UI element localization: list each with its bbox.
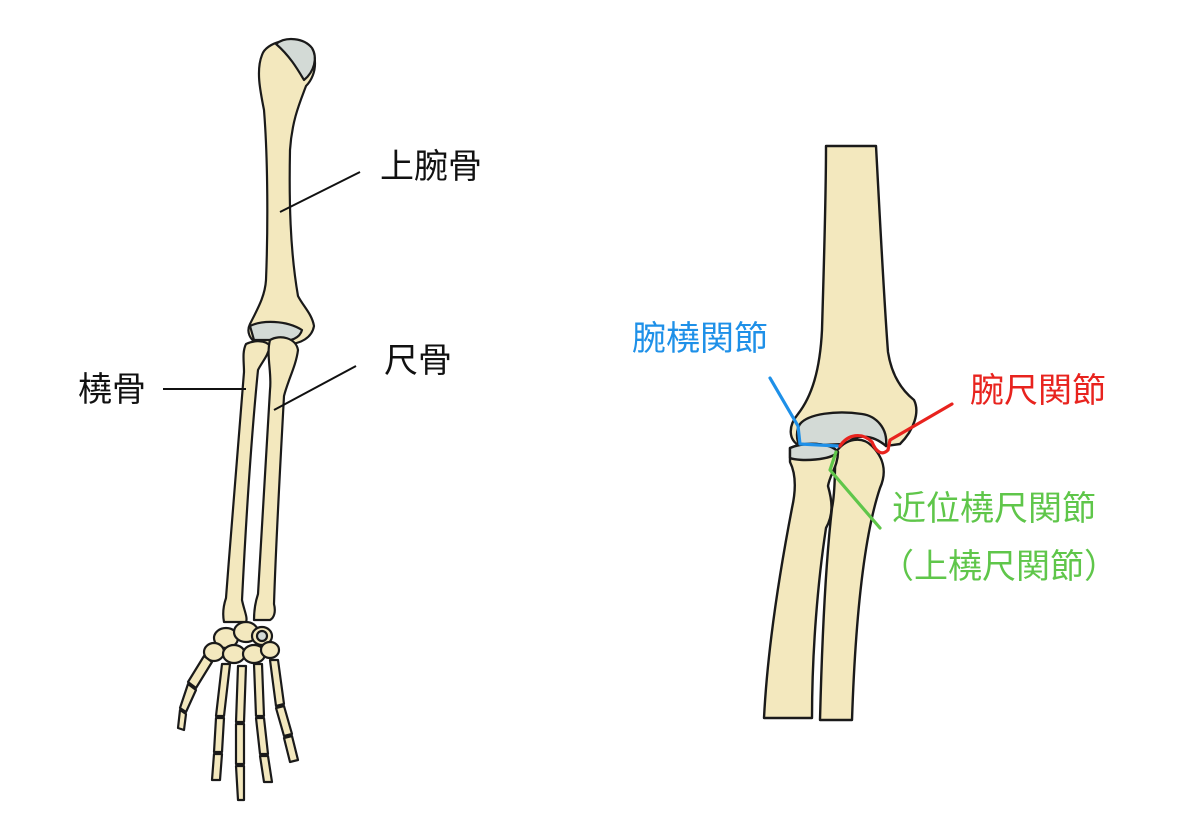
label-humerus: 上腕骨 [380, 147, 482, 187]
joint-highlights [768, 376, 954, 530]
closeup-radius [762, 442, 840, 720]
radius-bone [222, 340, 272, 624]
humeral-head [274, 38, 316, 82]
left-leader-lines [163, 171, 361, 411]
closeup-cartilage [795, 411, 888, 448]
index-finger-bones [210, 662, 232, 782]
ulna-bone [252, 336, 300, 622]
label-humeroradial-joint: 腕橈関節 [632, 319, 768, 359]
label-humeroulnar-joint: 腕尺関節 [970, 371, 1106, 411]
middle-finger-bones [234, 664, 248, 802]
label-ulna: 尺骨 [384, 341, 452, 381]
label-proximal-radioulnar-joint: 近位橈尺関節 [892, 489, 1096, 529]
label-superior-radioulnar-joint: （上橈尺関節） [880, 547, 1118, 587]
ulna-leader [273, 365, 357, 411]
carpal-bones [202, 620, 281, 665]
radioulnar-joint-line [828, 450, 882, 530]
ring-finger-bones [252, 662, 274, 784]
elbow-closeup [762, 144, 918, 722]
label-radius: 橈骨 [78, 370, 146, 410]
humerus-leader [279, 171, 361, 213]
little-finger-bones [268, 658, 300, 764]
thumb-bones [176, 654, 214, 732]
humeroulnar-joint-line [838, 402, 954, 455]
humerus-bone [247, 39, 317, 346]
closeup-humerus [789, 144, 918, 448]
full-arm-skeleton [176, 38, 317, 802]
humeroradial-joint-line [768, 376, 840, 448]
